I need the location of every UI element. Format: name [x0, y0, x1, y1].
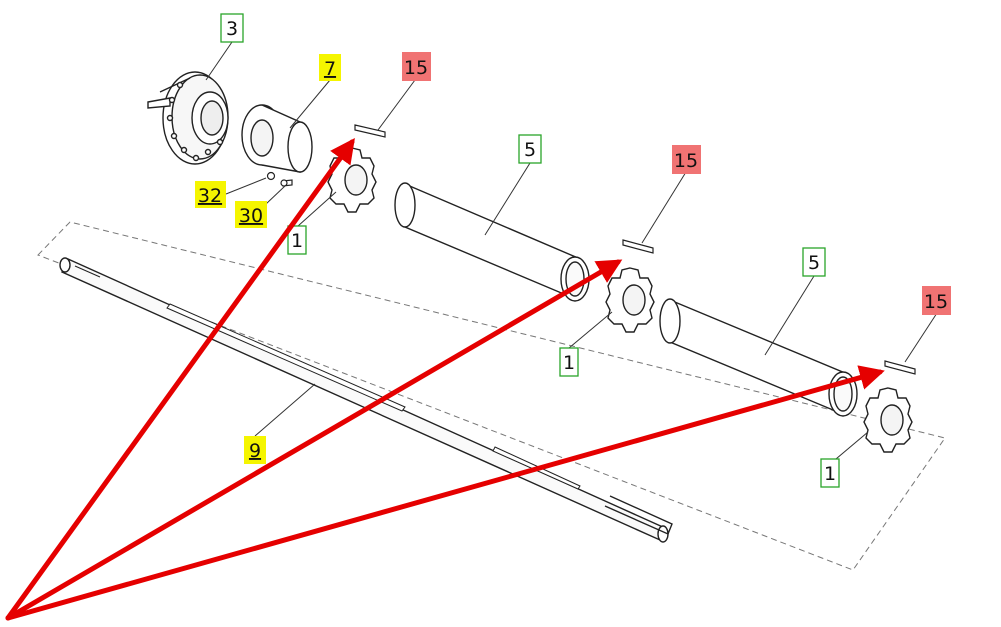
- svg-text:15: 15: [674, 150, 698, 172]
- cotter-pin-mid: [622, 239, 654, 254]
- svg-text:15: 15: [404, 57, 428, 79]
- callout-shaft: 9: [244, 436, 266, 464]
- cotter-pin-top: [354, 124, 386, 138]
- callout-pin-top: 15: [402, 52, 431, 81]
- svg-text:9: 9: [249, 440, 261, 462]
- callout-sprocket-mid: 1: [559, 347, 579, 377]
- leader-lines: [205, 41, 938, 465]
- red-arrows: [5, 137, 885, 621]
- sprocket-right: [863, 387, 913, 453]
- callout-pin-mid: 15: [672, 145, 701, 174]
- callout-sprocket-top: 1: [287, 225, 307, 255]
- screw-and-washer: [266, 171, 293, 187]
- callout-bushing: 7: [319, 54, 341, 81]
- callout-sprocket-right: 1: [820, 458, 840, 488]
- arrow-to-pin-top: [5, 137, 355, 621]
- cotter-pin-right: [884, 360, 916, 375]
- svg-text:1: 1: [291, 230, 303, 252]
- callout-screw: 32: [195, 181, 226, 208]
- spacer-tube-left: [394, 182, 590, 302]
- flange-hub: [147, 71, 229, 165]
- svg-text:32: 32: [198, 185, 222, 207]
- svg-text:15: 15: [924, 291, 948, 313]
- shaft: [59, 257, 673, 543]
- svg-text:5: 5: [808, 252, 820, 274]
- sprocket-mid: [605, 267, 655, 333]
- arrow-to-pin-mid: [5, 259, 623, 621]
- svg-text:1: 1: [824, 463, 836, 485]
- spacer-tube-right: [659, 298, 858, 417]
- svg-text:30: 30: [239, 205, 263, 227]
- svg-text:7: 7: [324, 58, 336, 80]
- svg-text:3: 3: [226, 18, 238, 40]
- callout-washer: 30: [235, 201, 267, 228]
- assembly-outline: [37, 221, 946, 571]
- callout-spacer-right: 5: [802, 247, 826, 277]
- svg-text:5: 5: [524, 139, 536, 161]
- arrow-to-pin-right: [5, 365, 885, 621]
- svg-text:1: 1: [563, 352, 575, 374]
- sprocket-top: [327, 147, 377, 213]
- callout-pin-right: 15: [922, 286, 951, 315]
- flanged-bushing: [241, 104, 313, 173]
- callout-hub: 3: [220, 13, 244, 43]
- callout-spacer-left: 5: [518, 134, 542, 164]
